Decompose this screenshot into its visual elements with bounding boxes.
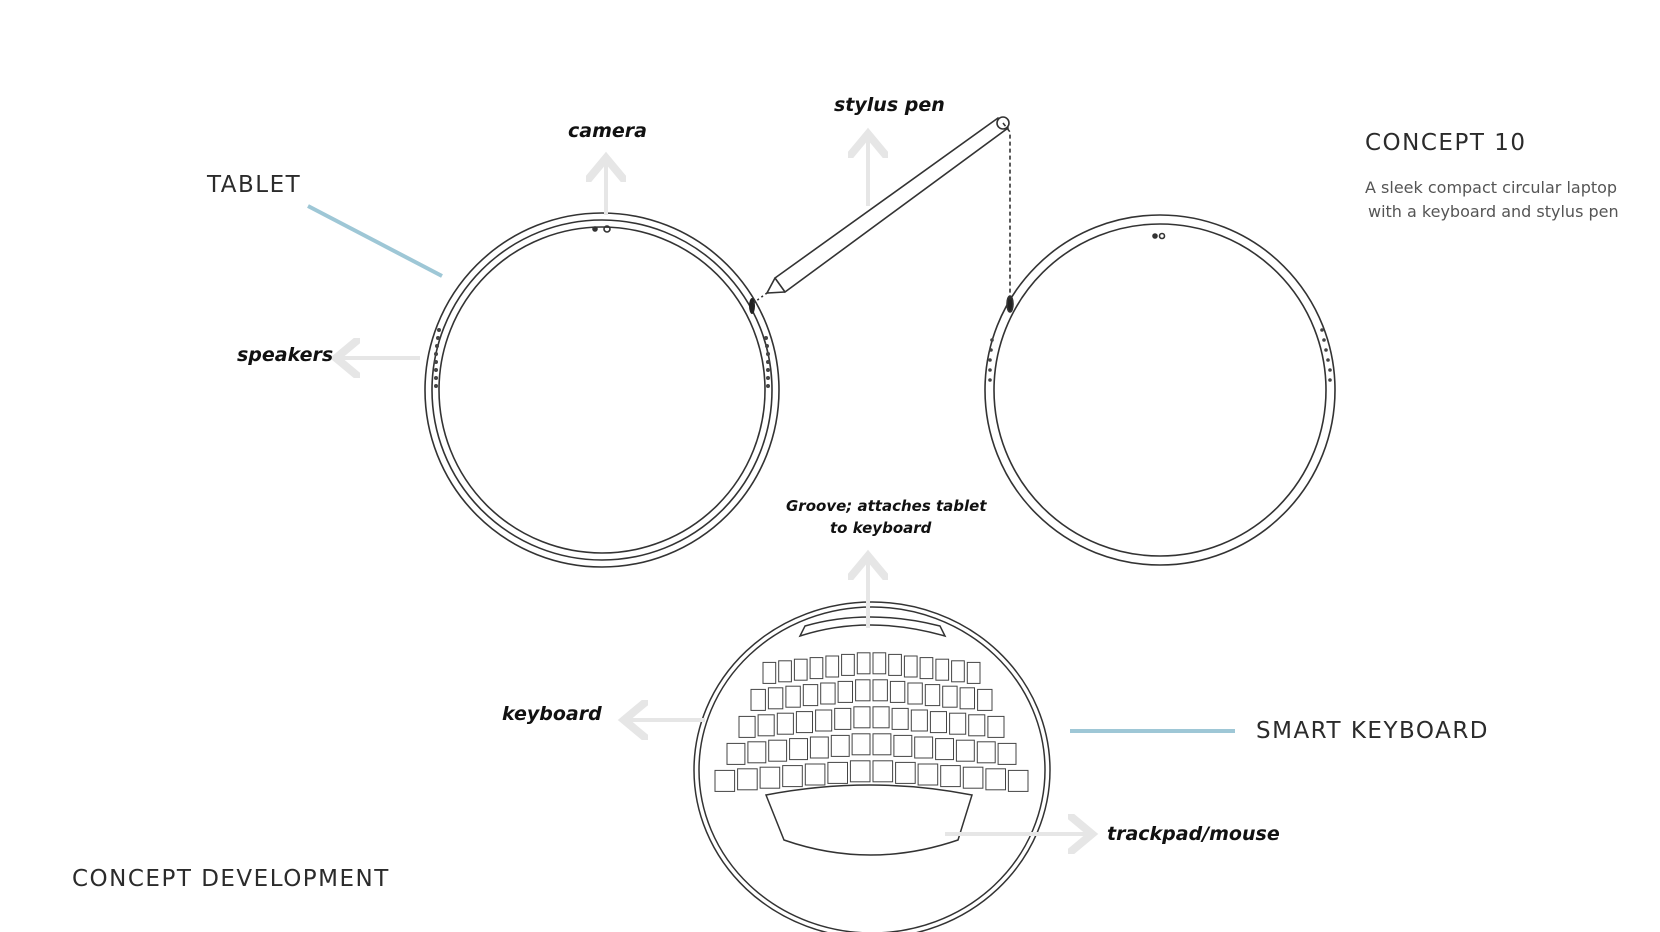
keyboard-key — [955, 739, 975, 762]
keyboard-key — [935, 658, 950, 681]
keyboard-key — [825, 655, 840, 678]
keyboard-key — [959, 687, 975, 710]
keyboard-key — [851, 733, 871, 756]
keyboard-key — [802, 684, 819, 707]
keyboard-key — [917, 763, 939, 786]
keyboard-key — [827, 761, 849, 784]
keyboard-key — [737, 768, 758, 791]
callout-arrows — [340, 138, 1088, 834]
stylus-pen — [751, 116, 1011, 305]
keyboard-key — [795, 711, 814, 734]
keyboard-key — [987, 715, 1005, 738]
keyboard-key — [872, 733, 892, 756]
keyboard-key — [872, 706, 890, 729]
keyboard-key — [762, 661, 777, 684]
keyboard-key — [841, 653, 855, 676]
keyboard-key — [767, 687, 784, 710]
keyboard-key — [910, 709, 928, 732]
trackpad-label: trackpad/mouse — [1107, 823, 1280, 845]
keyboard-key — [776, 712, 794, 735]
concept-description-line2: with a keyboard and stylus pen — [1368, 202, 1619, 221]
keyboard-key — [888, 653, 902, 676]
keyboard-key — [789, 738, 808, 761]
keyboard-key — [940, 765, 961, 788]
keyboard-key — [968, 714, 986, 737]
keyboard-key — [853, 706, 871, 729]
keyboard-key — [985, 768, 1007, 791]
keyboard-key — [893, 734, 913, 757]
keyboard-key — [747, 741, 767, 764]
keyboard-key — [750, 688, 766, 711]
speakers-label: speakers — [237, 344, 334, 366]
keyboard-key — [815, 709, 833, 732]
keyboard-key — [942, 685, 958, 708]
keyboard-key — [809, 736, 829, 759]
keyboard-key — [804, 763, 826, 786]
keyboard-key — [949, 712, 967, 735]
keyboard-key — [759, 766, 781, 789]
keyboard-key — [891, 707, 909, 730]
keyboard-key — [1007, 769, 1029, 792]
keyboard-key — [872, 652, 887, 675]
tablet-label: TABLET — [207, 172, 302, 198]
smart-keyboard-sketch — [693, 601, 1051, 932]
keyboard-key — [935, 738, 954, 761]
tablet-front — [424, 212, 780, 568]
tablet-back — [984, 214, 1336, 566]
keyboard-key — [726, 742, 746, 765]
keyboard-key — [951, 660, 965, 683]
keyboard-key — [907, 682, 923, 705]
keyboard-key — [924, 684, 941, 707]
keyboard-label: keyboard — [502, 703, 602, 725]
keyboard-key — [929, 711, 948, 734]
camera-label: camera — [568, 120, 647, 142]
tablet-speakers — [434, 298, 770, 388]
keyboard-key — [834, 707, 852, 730]
keyboard-key — [714, 769, 736, 792]
keyboard-key — [820, 682, 836, 705]
tablet-accent-line — [307, 204, 443, 278]
groove-label-line1: Groove; attaches tablet — [786, 497, 987, 515]
keyboard-key — [889, 680, 906, 703]
keyboard-key — [976, 741, 996, 764]
stylus-pen-label: stylus pen — [834, 94, 945, 116]
keyboard-key — [919, 657, 934, 680]
keyboard-key — [782, 765, 803, 788]
concept-title: CONCEPT 10 — [1365, 130, 1527, 156]
keyboard-key — [778, 660, 792, 683]
keyboard-key — [856, 652, 871, 675]
keyboard-key — [903, 655, 918, 678]
keyboard-key — [914, 736, 934, 759]
keyboard-key — [830, 734, 850, 757]
keyboard-key — [872, 679, 888, 702]
concept-description-line1: A sleek compact circular laptop — [1365, 178, 1618, 197]
groove-label-line2: to keyboard — [830, 519, 932, 537]
keyboard-key — [768, 739, 788, 762]
keyboard-key — [757, 714, 775, 737]
tablet-back-speakers — [988, 328, 1332, 382]
keyboard-key — [966, 661, 981, 684]
keyboard-key — [855, 679, 871, 702]
keyboard-key — [962, 766, 984, 789]
keyboard-key — [997, 742, 1017, 765]
concept-development-label: CONCEPT DEVELOPMENT — [72, 866, 390, 892]
keyboard-key — [809, 657, 824, 680]
smart-keyboard-label: SMART KEYBOARD — [1256, 718, 1490, 744]
keyboard-key — [738, 715, 756, 738]
keyboard-key — [872, 760, 894, 783]
keyboard-keys — [714, 652, 1029, 792]
keyboard-key — [793, 658, 808, 681]
keyboard-key — [977, 688, 993, 711]
keyboard-key — [785, 685, 801, 708]
keyboard-key — [849, 760, 871, 783]
keyboard-key — [895, 761, 916, 784]
keyboard-key — [837, 680, 853, 703]
